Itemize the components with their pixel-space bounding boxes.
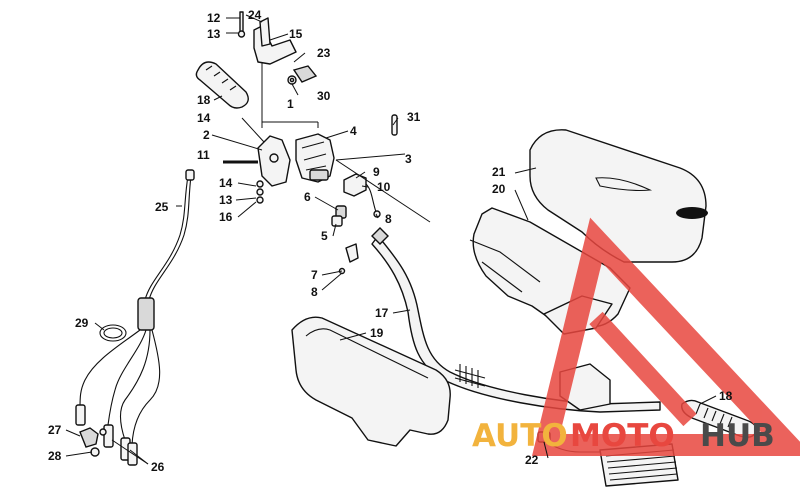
callout-19: 19	[370, 326, 384, 340]
callout-9: 9	[373, 165, 380, 179]
handlebar	[371, 227, 661, 413]
watermark-moto: MOTO	[570, 418, 675, 454]
callout-labels: 1 2 3 4 5 6 7 8 8 9 10 11 12 13 13 14 14…	[48, 8, 733, 474]
callout-22: 22	[525, 453, 539, 467]
callout-1: 1	[287, 97, 294, 111]
callout-27: 27	[48, 423, 62, 437]
callout-14-mid: 14	[219, 176, 233, 190]
callout-25: 25	[155, 200, 169, 214]
callout-11: 11	[197, 148, 210, 162]
callout-5: 5	[321, 229, 328, 243]
left-cover	[291, 316, 451, 447]
callout-31: 31	[407, 110, 421, 124]
callout-28: 28	[48, 449, 62, 463]
callout-10: 10	[377, 180, 391, 194]
callout-17: 17	[375, 306, 389, 320]
callout-26: 26	[151, 460, 165, 474]
callout-2: 2	[203, 128, 210, 142]
callout-13-top: 13	[207, 27, 221, 41]
wiring-harness	[75, 169, 195, 466]
callout-12: 12	[207, 11, 221, 25]
callout-15: 15	[289, 27, 303, 41]
callout-16: 16	[219, 210, 233, 224]
callout-18-right: 18	[719, 389, 733, 403]
callout-13-mid: 13	[219, 193, 233, 207]
watermark-hub: HUB	[700, 418, 775, 454]
callout-20: 20	[492, 182, 506, 196]
watermark-auto: AUTO	[472, 418, 568, 454]
watermark-logo-icon	[531, 217, 800, 456]
leader-lines	[65, 14, 717, 465]
throttle-assembly	[195, 11, 318, 122]
switch-housing	[223, 114, 431, 275]
callout-21: 21	[492, 165, 506, 179]
callout-4: 4	[350, 124, 357, 138]
callout-8-right: 8	[385, 212, 392, 226]
callout-3: 3	[405, 152, 412, 166]
callout-24: 24	[248, 8, 262, 22]
callout-14-top: 14	[197, 111, 211, 125]
callout-6: 6	[304, 190, 311, 204]
watermark-text: AUTO MOTO HUB	[472, 418, 775, 454]
callout-18-left: 18	[197, 93, 211, 107]
callout-7: 7	[311, 268, 318, 282]
callout-30: 30	[317, 89, 331, 103]
callout-29: 29	[75, 316, 89, 330]
callout-8-left: 8	[311, 285, 318, 299]
callout-23: 23	[317, 46, 331, 60]
upper-cover	[529, 129, 708, 263]
